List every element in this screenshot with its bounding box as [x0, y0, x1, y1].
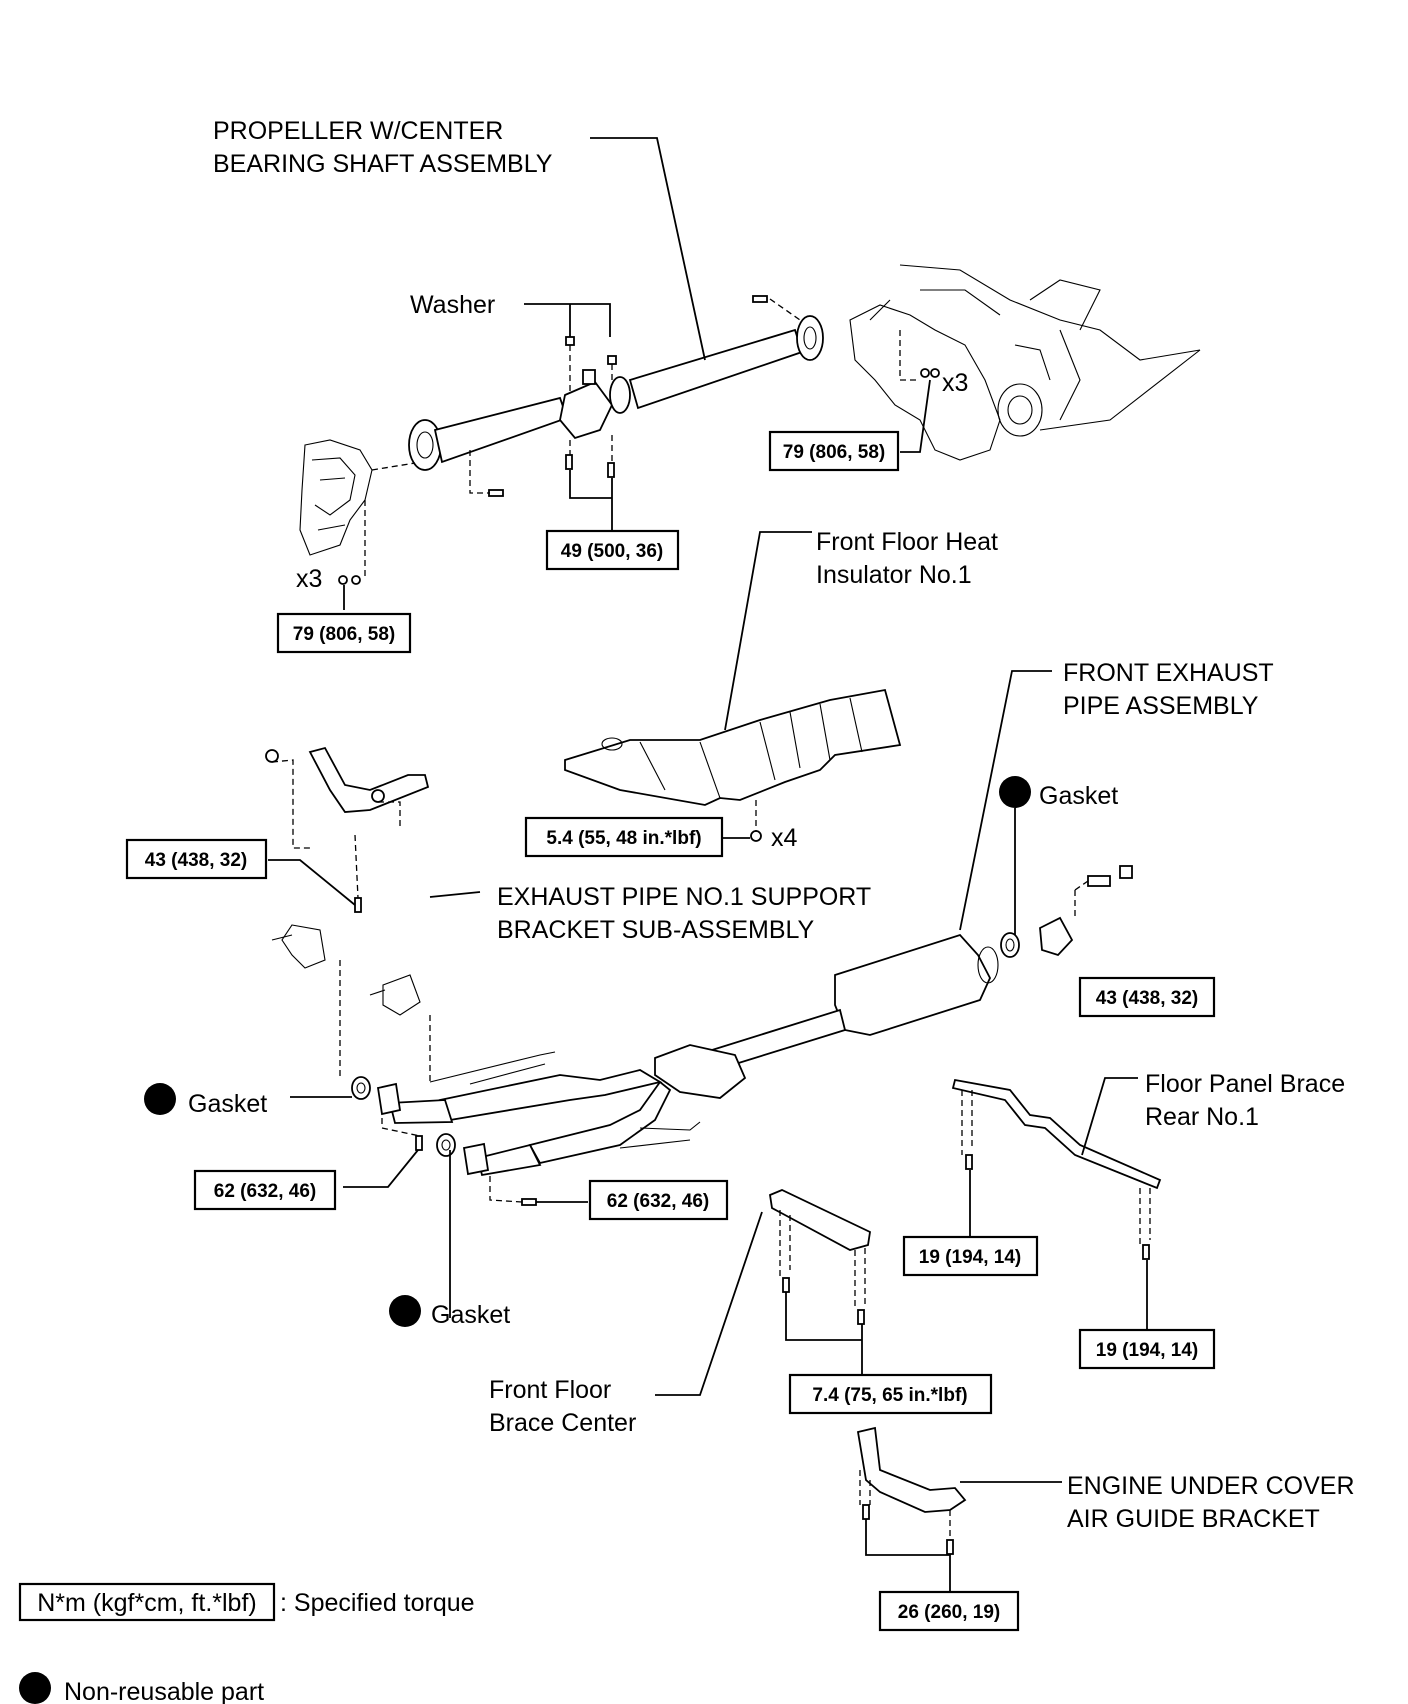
- nonreusable-dot-gasket-top: [999, 776, 1031, 808]
- label-gasket-left: Gasket: [188, 1090, 267, 1118]
- support-bracket-drawing: [265, 746, 430, 913]
- label-support-bracket-line2: BRACKET SUB-ASSEMBLY: [497, 916, 815, 944]
- label-propeller-line1: PROPELLER W/CENTER: [213, 117, 503, 145]
- label-washer: Washer: [410, 291, 495, 319]
- label-heat-insulator-line2: Insulator No.1: [816, 561, 972, 589]
- label-x3-front: x3: [296, 565, 322, 593]
- label-propeller-line2: BEARING SHAFT ASSEMBLY: [213, 150, 553, 178]
- nonreusable-dot-gasket-bottom: [389, 1295, 421, 1327]
- legend-nonreusable: Non-reusable part: [64, 1678, 264, 1704]
- leader-lines: [268, 137, 1148, 1592]
- propeller-shaft-drawing: [299, 264, 1201, 585]
- nonreusable-markers: [144, 776, 1031, 1327]
- torque-62-right: 62 (632, 46): [607, 1191, 709, 1212]
- label-front-exhaust-line2: PIPE ASSEMBLY: [1063, 692, 1259, 720]
- part-labels: PROPELLER W/CENTER BEARING SHAFT ASSEMBL…: [188, 117, 1355, 1533]
- torque-79-front: 79 (806, 58): [293, 624, 395, 645]
- legend-torque-unit: N*m (kgf*cm, ft.*lbf): [37, 1589, 256, 1617]
- torque-43-right: 43 (438, 32): [1096, 988, 1198, 1009]
- label-gasket-top: Gasket: [1039, 782, 1118, 810]
- label-floor-panel-brace-line2: Rear No.1: [1145, 1103, 1259, 1131]
- front-floor-brace-drawing: [769, 1189, 871, 1325]
- torque-26: 26 (260, 19): [898, 1602, 1000, 1623]
- torque-boxes: 79 (806, 58) 49 (500, 36) 79 (806, 58) 5…: [125, 430, 1216, 1632]
- torque-19-right: 19 (194, 14): [1096, 1340, 1198, 1361]
- torque-19-left: 19 (194, 14): [919, 1247, 1021, 1268]
- label-front-exhaust-line1: FRONT EXHAUST: [1063, 659, 1274, 687]
- torque-7-4: 7.4 (75, 65 in.*lbf): [812, 1385, 967, 1406]
- legend-torque-desc: : Specified torque: [280, 1589, 475, 1617]
- front-exhaust-pipe-drawing: [271, 865, 1133, 1206]
- label-front-floor-brace-line2: Brace Center: [489, 1409, 636, 1437]
- heat-insulator-drawing: [564, 688, 902, 842]
- torque-5-4: 5.4 (55, 48 in.*lbf): [546, 828, 701, 849]
- torque-49: 49 (500, 36): [561, 541, 663, 562]
- air-guide-bracket-drawing: [856, 1426, 967, 1555]
- label-support-bracket-line1: EXHAUST PIPE NO.1 SUPPORT: [497, 883, 871, 911]
- torque-43-left: 43 (438, 32): [145, 850, 247, 871]
- nonreusable-dot-gasket-left: [144, 1083, 176, 1115]
- torque-79-rear: 79 (806, 58): [783, 442, 885, 463]
- label-engine-under-cover-line2: AIR GUIDE BRACKET: [1067, 1505, 1320, 1533]
- label-x4: x4: [771, 824, 798, 852]
- floor-panel-brace-drawing: [951, 1078, 1162, 1260]
- torque-62-left: 62 (632, 46): [214, 1181, 316, 1202]
- legend: N*m (kgf*cm, ft.*lbf) : Specified torque…: [18, 1582, 475, 1704]
- label-gasket-bottom: Gasket: [431, 1301, 510, 1329]
- label-heat-insulator-line1: Front Floor Heat: [816, 528, 998, 556]
- legend-nonreusable-dot: [19, 1672, 51, 1704]
- label-floor-panel-brace-line1: Floor Panel Brace: [1145, 1070, 1345, 1098]
- label-front-floor-brace-line1: Front Floor: [489, 1376, 611, 1404]
- label-x3-rear: x3: [942, 369, 968, 397]
- label-engine-under-cover-line1: ENGINE UNDER COVER: [1067, 1472, 1355, 1500]
